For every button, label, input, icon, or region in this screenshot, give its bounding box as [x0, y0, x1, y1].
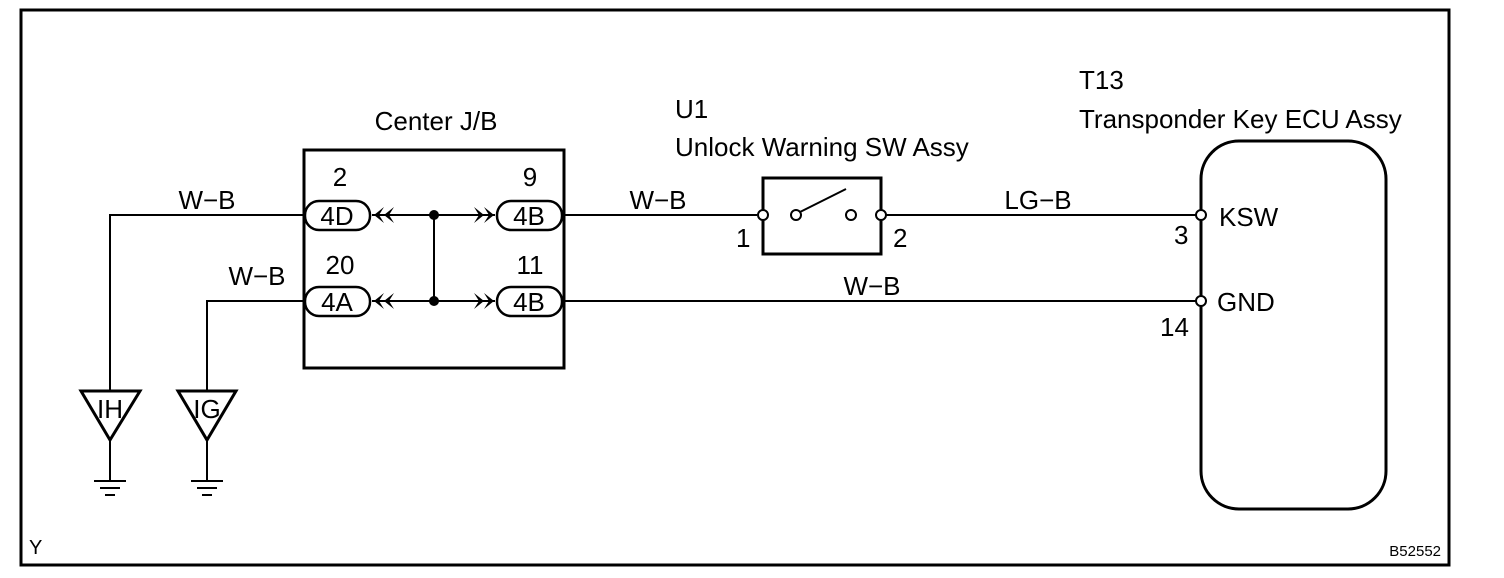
- splice-bottom: [429, 296, 439, 306]
- switch-contact-left: [790, 209, 802, 221]
- connector-4b-bottom-label: 4B: [513, 287, 545, 317]
- ecu-pin-ksw: 3: [1174, 220, 1188, 250]
- jb-title: Center J/B: [375, 106, 498, 136]
- ecu-gnd-label: GND: [1217, 287, 1275, 317]
- diagram-frame: [19, 8, 1451, 567]
- wire-color-switch-ecu: LG−B: [1004, 185, 1071, 215]
- page-id: Y: [29, 537, 42, 559]
- ecu-ksw-label: KSW: [1219, 202, 1279, 232]
- jb-pin-bottom-right: 11: [517, 250, 544, 280]
- ecu-terminal-gnd: [1195, 295, 1207, 307]
- jb-pin-top-right: 9: [523, 162, 537, 192]
- ground-ig: IG: [175, 389, 239, 496]
- ground-ig-label: IG: [193, 394, 220, 424]
- ecu-terminal-ksw: [1195, 209, 1207, 221]
- ground-ih-label: IH: [97, 394, 123, 424]
- switch-box: [761, 176, 883, 256]
- switch-pin-left: 1: [736, 223, 750, 253]
- ground-point-ig-icon: [175, 389, 239, 443]
- connector-4d-label: 4D: [320, 201, 353, 231]
- ecu-code: T13: [1079, 65, 1124, 95]
- figure-code: B52552: [1389, 543, 1441, 560]
- wire-color-jb-switch: W−B: [629, 185, 686, 215]
- switch-code: U1: [675, 94, 708, 124]
- ground-ih: IH: [78, 389, 143, 496]
- ecu-pin-gnd: 14: [1160, 312, 1189, 342]
- switch-blade: [799, 188, 847, 213]
- junction-block-box: [302, 148, 566, 370]
- jb-pin-bottom-left: 20: [326, 250, 355, 280]
- connector-4b-bottom: [495, 285, 564, 318]
- wire-color-gnd: W−B: [843, 271, 900, 301]
- connector-4b-top-label: 4B: [513, 201, 545, 231]
- connector-4d: [303, 199, 372, 232]
- connector-4a-label: 4A: [321, 287, 353, 317]
- wire-ih-to-jb: [109, 214, 305, 402]
- switch-pin-right: 2: [893, 223, 907, 253]
- wire-color-ig: W−B: [228, 261, 285, 291]
- connector-4a: [303, 285, 372, 318]
- ecu-box: [1199, 139, 1388, 511]
- wire-ig-to-jb: [206, 300, 305, 402]
- switch-contact-right: [845, 209, 857, 221]
- wire-color-ih: W−B: [178, 185, 235, 215]
- switch-terminal-1: [757, 209, 769, 221]
- ecu-name: Transponder Key ECU Assy: [1079, 104, 1402, 134]
- ground-point-ih-icon: [78, 389, 143, 443]
- splice-top: [429, 210, 439, 220]
- jb-pin-top-left: 2: [333, 162, 347, 192]
- switch-name: Unlock Warning SW Assy: [675, 132, 969, 162]
- connector-4b-top: [495, 199, 564, 232]
- switch-terminal-2: [875, 209, 887, 221]
